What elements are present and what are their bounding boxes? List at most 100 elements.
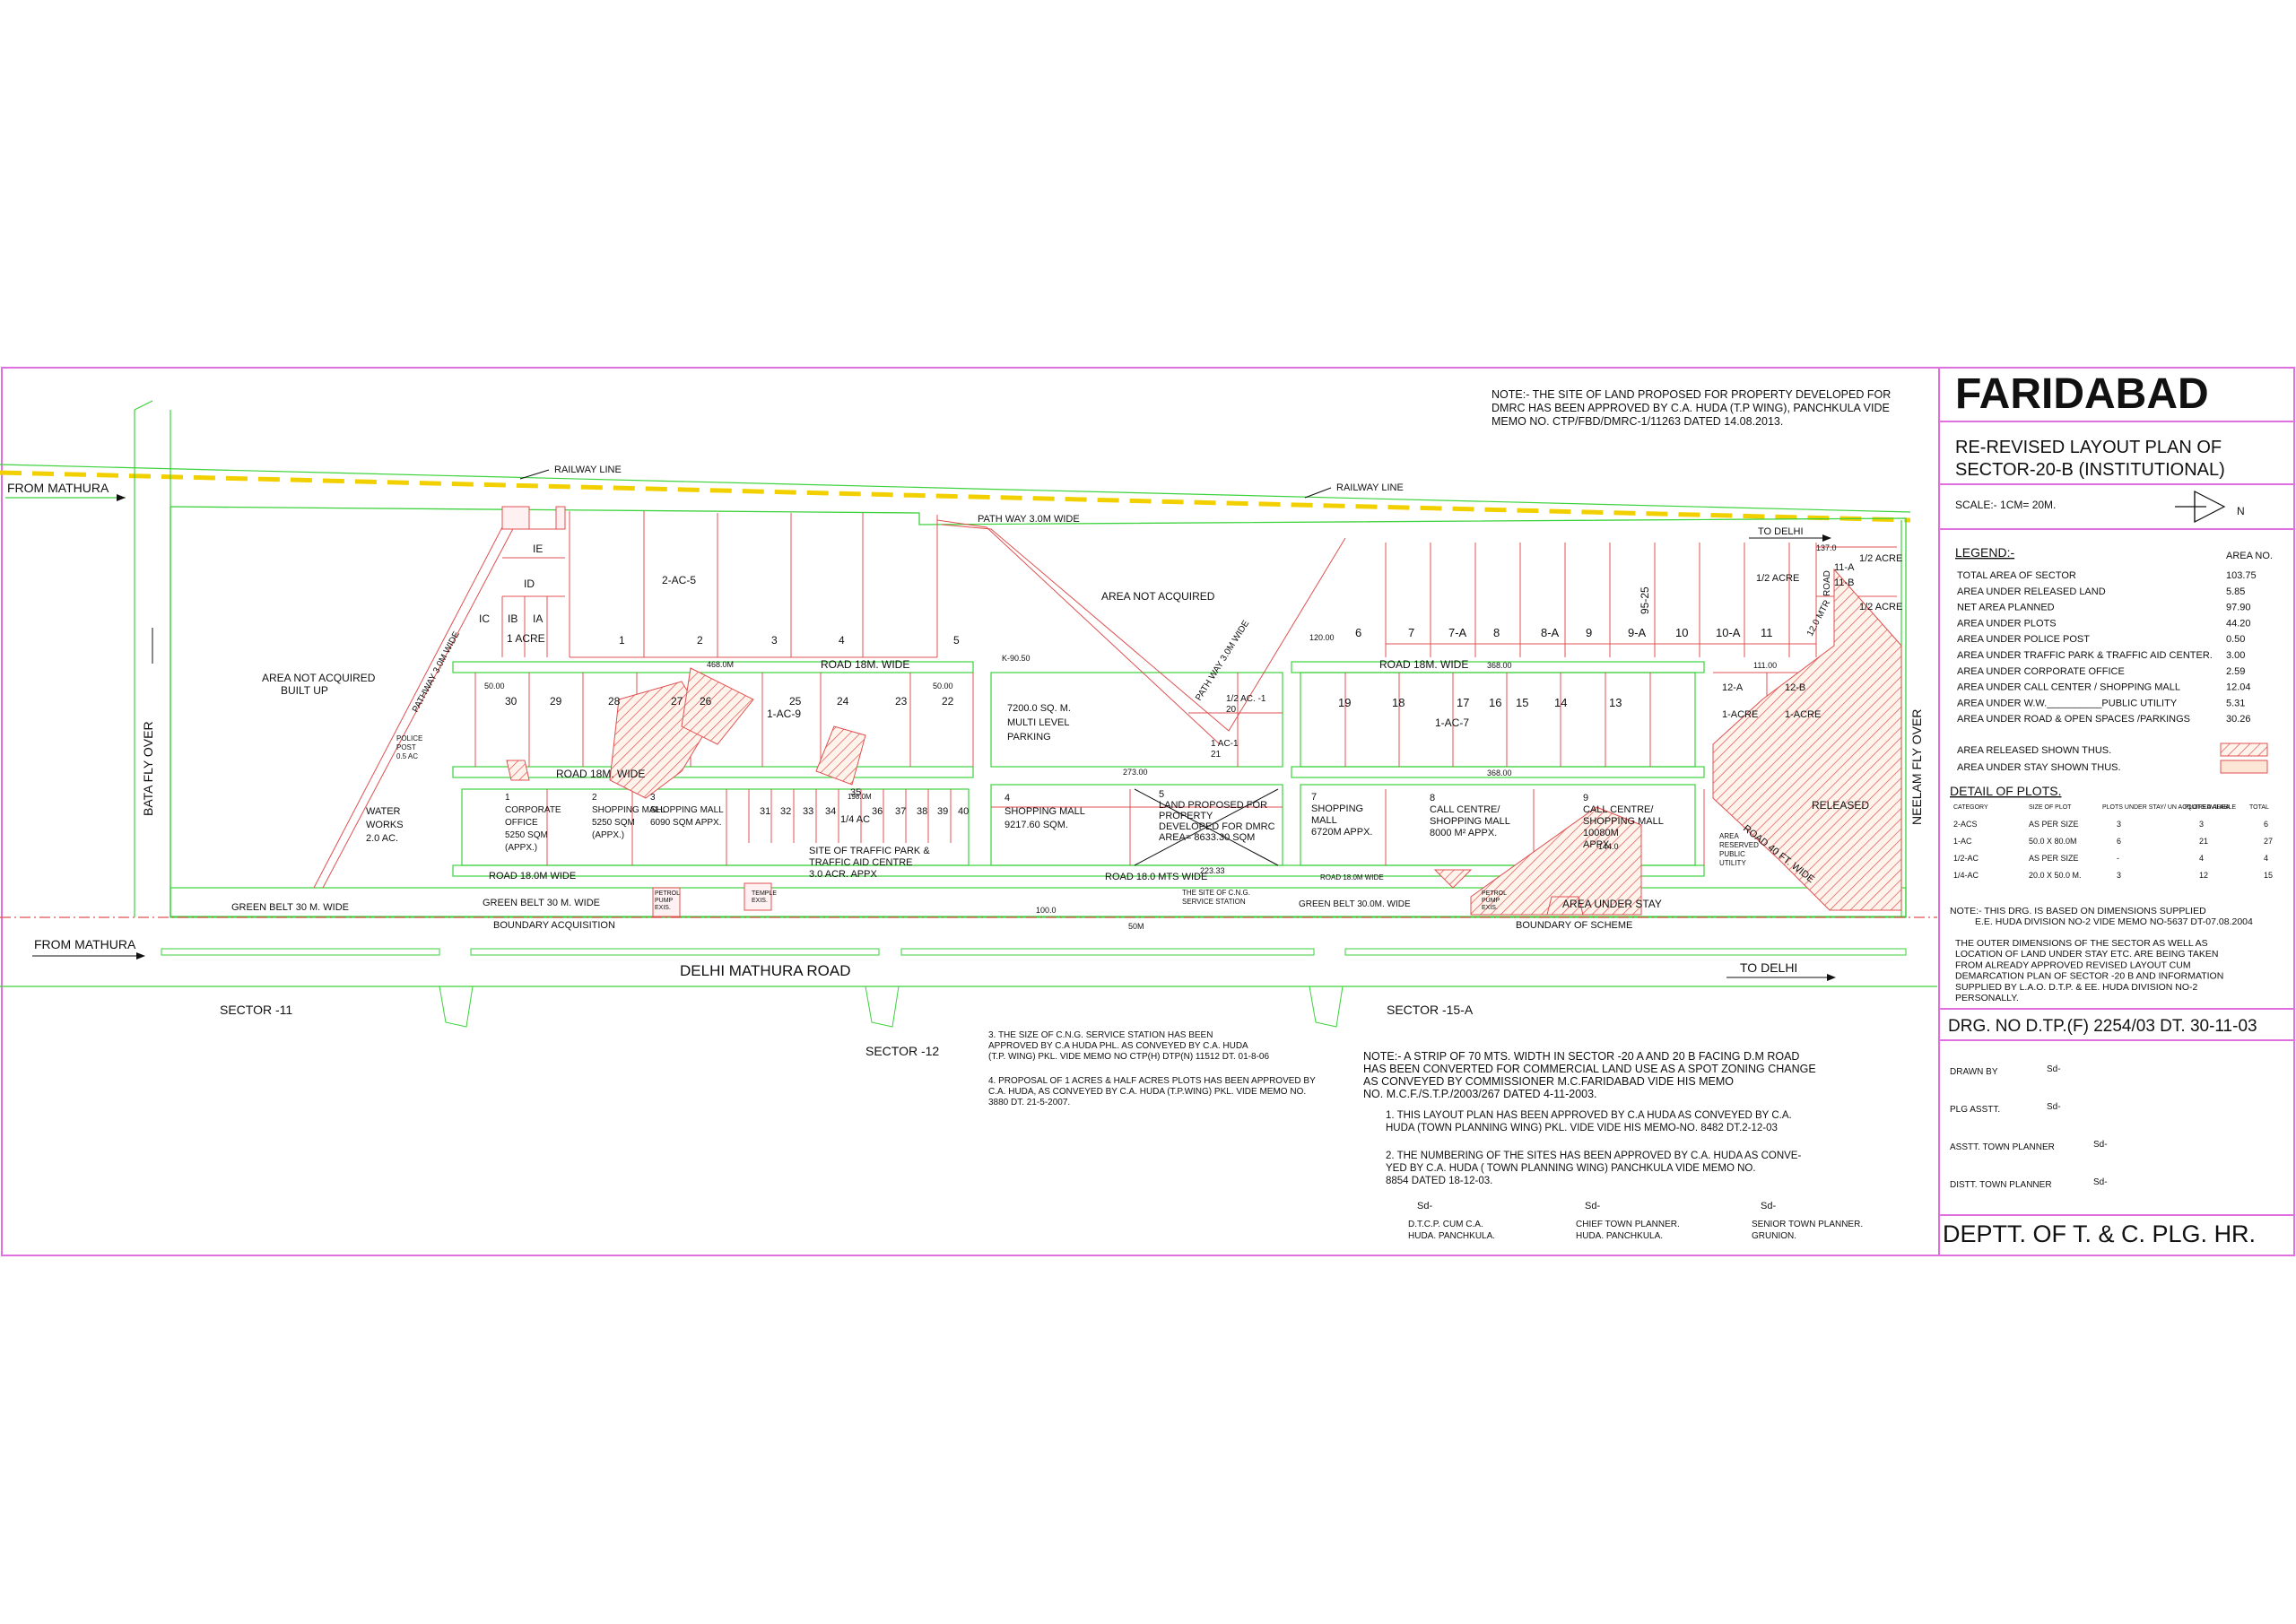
road-18m-label-3: ROAD 18M. WIDE [556,768,645,780]
dm-road-label: DELHI MATHURA ROAD [680,962,851,979]
green-belt-label-1: GREEN BELT 30 M. WIDE [231,902,349,913]
note-approval-2-line: YED BY C.A. HUDA ( TOWN PLANNING WING) P… [1386,1163,1756,1174]
detail-cell: 27 [2264,837,2273,846]
police-post-line: POST [396,743,416,751]
plot-number: 36 [872,806,883,817]
from-mathura-bottom: FROM MATHURA [34,937,136,951]
sector-15a-label: SECTOR -15-A [1387,1003,1474,1017]
outer-note-line: LOCATION OF LAND UNDER STAY ETC. ARE BEI… [1955,949,2218,960]
legend-value: 12.04 [2226,682,2251,693]
plot-number: 10-A [1716,626,1741,639]
scale-text: SCALE:- 1CM= 20M. [1955,499,2056,511]
plot-4-line: SHOPPING MALL [1004,806,1085,817]
legend-value: 103.75 [2226,570,2257,581]
outer-note-line: PERSONALLY. [1955,993,2019,1003]
from-mathura-top: FROM MATHURA [7,481,109,495]
reserved-line: PUBLIC [1719,850,1745,858]
cng-line: THE SITE OF C.N.G. [1182,889,1250,897]
plot-ie: IE [533,543,543,555]
police-post-line: POLICE [396,734,422,743]
road-18m-label-1: ROAD 18M. WIDE [821,658,909,671]
plot-11a: 11-A [1834,562,1855,573]
plot-4-line: 9217.60 SQM. [1004,820,1068,830]
plan-title-line-2: SECTOR-20-B (INSTITUTIONAL) [1955,460,2225,480]
plot-number: 2 [697,634,703,647]
top-note-line: NOTE:- THE SITE OF LAND PROPOSED FOR PRO… [1492,388,1891,401]
signature-sd: Sd- [1585,1201,1600,1211]
plot-number: 28 [608,695,621,708]
plot-1-line: CORPORATE [505,805,561,815]
plot-number: 37 [895,806,906,817]
plot-number: 29 [550,695,562,708]
legend-value: 0.50 [2226,634,2245,645]
signature-office: GRUNION. [1752,1231,1796,1241]
parking-line: 7200.0 SQ. M. [1007,703,1071,714]
released-legend-swatch [2220,743,2268,757]
parking-line: MULTI LEVEL [1007,717,1070,728]
outer-note-line: DEMARCATION PLAN OF SECTOR -20 B AND INF… [1955,971,2223,982]
plot-number: 35 [850,787,861,798]
main-note-line: NO. M.C.F./S.T.P./2003/267 DATED 4-11-20… [1363,1088,1597,1100]
to-delhi-bottom: TO DELHI [1740,960,1797,975]
dim-137: 137.0 [1816,543,1837,552]
legend-value: 2.59 [2226,666,2245,677]
dim-273: 273.00 [1123,768,1148,777]
signature-office: HUDA. PANCHKULA. [1576,1231,1663,1241]
outer-note-line: FROM ALREADY APPROVED REVISED LAYOUT CUM [1955,960,2191,970]
main-note-line: HAS BEEN CONVERTED FOR COMMERCIAL LAND U… [1363,1063,1816,1075]
plot-number: 19 [1338,696,1351,709]
detail-cell: 50.0 X 80.0M [2029,837,2077,846]
detail-header: CATEGORY [1953,804,1988,811]
plot-ia: IA [533,612,543,625]
plot-2ac5: 2-AC-5 [662,574,696,586]
plot-5-line: AREA= 8633.30 SQM [1159,832,1255,843]
detail-cell: 15 [2264,871,2273,880]
plot-5-line: DEVELOPED FOR DMRC [1159,821,1275,832]
note-supplied-2: E.E. HUDA DIVISION NO-2 VIDE MEMO NO-563… [1975,916,2253,927]
detail-cell: 2-ACS [1953,820,1978,829]
plot-9-line: SHOPPING MALL [1583,816,1664,827]
detail-header: PLOTS UNDER STAY/ UN ACQUIRED AREA [2102,804,2230,811]
petrol-pump-line: PUMP [655,898,674,904]
sign-role: DRAWN BY [1950,1067,1998,1077]
plot-9-line: APPX. [1583,839,1612,850]
stay-area-bottom [1470,806,1642,916]
detail-cell: 6 [2117,837,2121,846]
legend-value: 3.00 [2226,650,2245,661]
dim-100: 100.0 [1036,906,1057,915]
traffic-park-site: SITE OF TRAFFIC PARK &TRAFFIC AID CENTRE… [809,846,930,880]
road-18m-label-2: ROAD 18M. WIDE [1379,658,1468,671]
plot-7-line: SHOPPING [1311,803,1363,814]
detail-cell: 6 [2264,820,2268,829]
dim-198: 198.0M [848,793,872,801]
police-post-line: 0.5 AC [396,752,418,760]
detail-cell: - [2117,854,2119,863]
plot-number: 4 [839,634,845,647]
sign-role: PLG ASSTT. [1950,1105,2000,1115]
legend-value: 5.31 [2226,698,2245,708]
plot-number: 34 [825,806,836,817]
plot-number: 27 [671,695,683,708]
plan-title-line-1: RE-REVISED LAYOUT PLAN OF [1955,438,2222,457]
drawing-frame [1,367,2295,1256]
dim-368a: 368.00 [1487,661,1512,670]
detail-cell: AS PER SIZE [2029,820,2079,829]
plot-number: 31 [760,806,770,817]
plot-number: 22 [942,695,954,708]
main-note-line: AS CONVEYED BY COMMISSIONER M.C.FARIDABA… [1363,1075,1734,1088]
note-approval-1: 1. THIS LAYOUT PLAN HAS BEEN APPROVED BY… [1386,1110,1792,1133]
